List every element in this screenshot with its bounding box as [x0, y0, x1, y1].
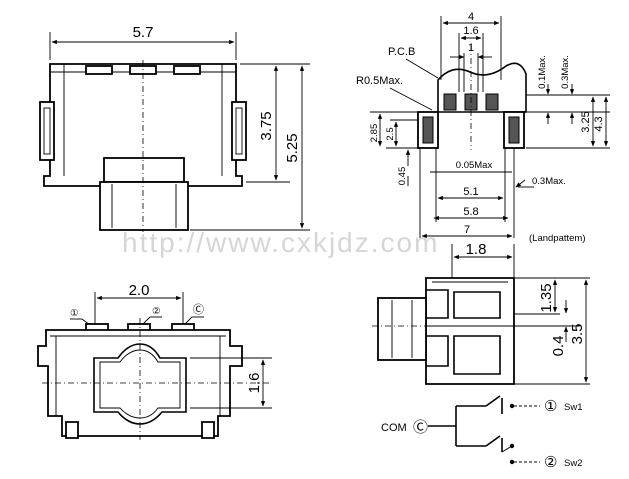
dim-0-45-label: 0.45 [397, 167, 408, 186]
pin-2-label: ② [152, 306, 161, 317]
dim-2-0-label: 2.0 [129, 282, 150, 299]
switch-schematic: COM Ⓒ ① Sw1 ② Sw2 [381, 395, 582, 471]
dim-1-35-label: 1.35 [538, 283, 555, 312]
sw1-symbol: ① [544, 398, 557, 415]
dim-total-height-label: 5.25 [284, 133, 301, 162]
pin-1-label: ① [70, 308, 79, 319]
dim-4-label: 4 [468, 11, 474, 23]
dim-0-3max-top-label: 0.3Max. [560, 55, 571, 89]
pcb-label: P.C.B [388, 46, 415, 58]
top-view: 2.0 ① ② Ⓒ 1.6 [37, 282, 272, 440]
front-view: 5.7 3.75 5.25 [39, 24, 310, 232]
dim-4-3-label: 4.3 [593, 116, 605, 131]
com-label: COM [381, 422, 407, 434]
pin-c-label: Ⓒ [193, 303, 204, 316]
side-view: 1.8 1.35 0.4 3.5 [372, 241, 590, 385]
dim-1-6-vertical-label: 1.6 [246, 373, 263, 394]
dim-0-3max-side-label: 0.3Max. [532, 176, 566, 187]
dim-3-25-label: 3.25 [580, 111, 592, 132]
landpattern-label: (Landpattem) [529, 233, 586, 244]
dim-body-height-label: 3.75 [258, 111, 275, 140]
dim-1-6-label: 1.6 [463, 25, 478, 37]
dim-0-4-label: 0.4 [550, 336, 567, 357]
watermark: http://www.cxkjdz.com [122, 227, 439, 258]
dim-0-1max-label: 0.1Max. [537, 55, 548, 89]
dim-5-8-label: 5.8 [463, 206, 478, 218]
pcb-side-view: 4 1.6 1 P.C.B R0.5Max. 0.1Max. 0.3Max. [356, 11, 610, 244]
sw2-label: Sw2 [564, 458, 582, 469]
dim-width-label: 5.7 [133, 24, 154, 41]
dim-5-1-label: 5.1 [463, 186, 478, 198]
dim-1-8-label: 1.8 [466, 241, 487, 258]
dim-2-85-label: 2.85 [369, 124, 380, 143]
dim-0-05max-label: 0.05Max [456, 160, 493, 171]
dim-3-5-label: 3.5 [569, 324, 586, 345]
sw2-symbol: ② [544, 454, 557, 471]
radius-label: R0.5Max. [356, 75, 403, 87]
dim-7-label: 7 [464, 224, 470, 236]
sw1-label: Sw1 [564, 402, 582, 413]
dim-2-5-label: 2.5 [385, 127, 396, 140]
com-symbol: Ⓒ [413, 419, 428, 436]
